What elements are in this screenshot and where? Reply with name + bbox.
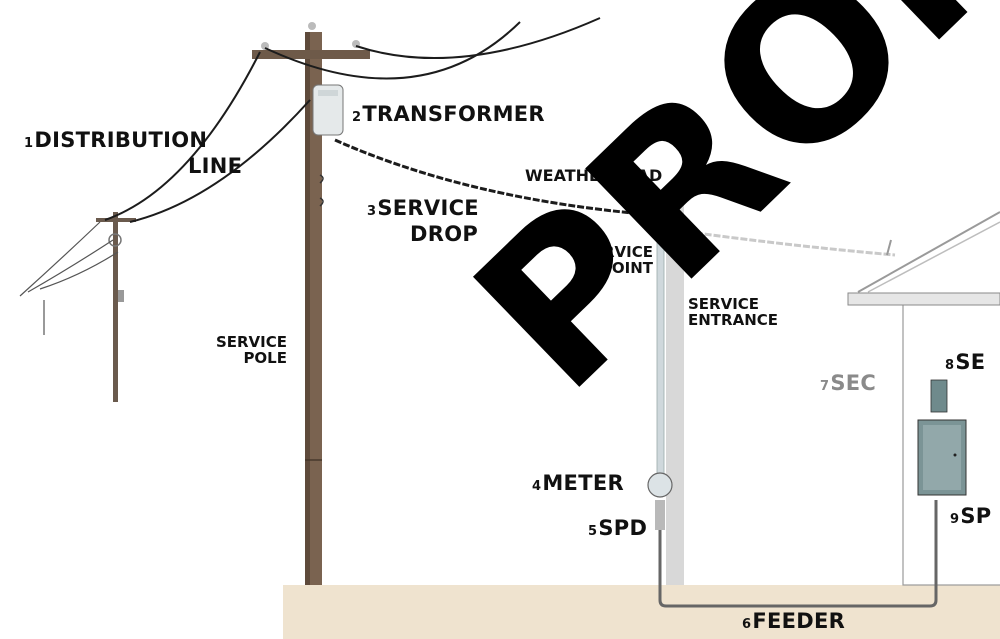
label-number: 2 [352, 110, 362, 125]
service-pole-text-1: SERVICE [215, 333, 287, 351]
feeder-conduit [658, 500, 938, 608]
house-drop-wire [659, 226, 896, 257]
transformer-can [312, 84, 344, 136]
transformer-label: 2TRANSFORMER [352, 104, 545, 125]
service-entrance-label: SERVICE ENTRANCE [688, 296, 778, 328]
service-point-text-2: POINT [600, 259, 653, 277]
service-pole-text-2: POLE [243, 349, 287, 367]
distribution-line-text-2: LINE [188, 154, 243, 178]
label-number: 4 [532, 479, 542, 494]
house [847, 211, 1000, 586]
meter-glass [647, 472, 673, 498]
sp-text: SP [960, 504, 992, 528]
distribution-line-label: 1DISTRIBUTION LINE [24, 129, 242, 177]
feeder-text: FEEDER [752, 609, 846, 633]
service-point-label: SERVICE POINT [560, 244, 653, 276]
transformer-text: TRANSFORMER [362, 102, 545, 126]
label-number: 6 [742, 617, 752, 632]
service-entrance-text-1: SERVICE [688, 295, 760, 313]
label-number: 3 [367, 204, 377, 219]
service-drop-label: 3SERVICE DROP [367, 197, 479, 245]
label-number: 8 [945, 358, 955, 373]
service-drop-text-1: SERVICE [377, 196, 479, 220]
service-entrance-text-2: ENTRANCE [688, 311, 778, 329]
service-point-text-1: SERVICE [581, 243, 653, 261]
meter-label: 4METER [532, 473, 624, 494]
service-pole-label: SERVICE POLE [192, 334, 287, 366]
service-equipment [886, 239, 967, 496]
label-number: 5 [588, 524, 598, 539]
feeder-label: 6FEEDER [742, 611, 845, 632]
se-text: SE [955, 350, 986, 374]
ground [283, 585, 1000, 639]
distribution-line-text-1: DISTRIBUTION [34, 128, 208, 152]
service-entrance-riser [647, 190, 684, 585]
weatherhead-label: WEATHERHEAD [525, 166, 663, 185]
spd-label: 5SPD [588, 518, 647, 539]
label-number: 9 [950, 512, 960, 527]
sp-label: 9SP [950, 506, 991, 527]
sec-label: 7SEC [820, 373, 876, 394]
distant-pole [96, 212, 136, 402]
service-drop-wire [334, 138, 656, 217]
sec-text: SEC [830, 371, 877, 395]
label-number: 1 [24, 136, 34, 151]
service-pole-drawing [252, 22, 370, 585]
se-label: 8SE [945, 352, 985, 373]
service-drop-text-2: DROP [410, 222, 479, 246]
label-number: 7 [820, 379, 830, 394]
distribution-line-wires [104, 17, 601, 223]
meter-text: METER [542, 471, 624, 495]
spd-text: SPD [598, 516, 648, 540]
distant-wires [19, 221, 119, 335]
